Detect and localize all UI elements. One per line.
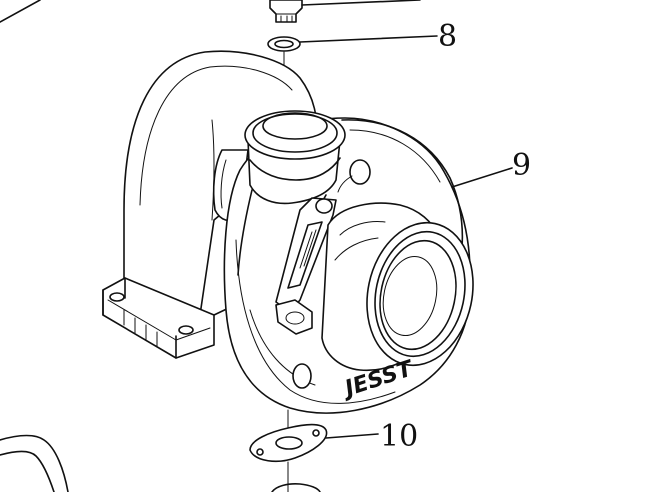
wastegate-actuator-bracket <box>275 197 337 335</box>
compressor-inlet <box>321 202 474 372</box>
oil-feed-fitting <box>269 0 421 23</box>
callout-10: 10 <box>380 419 418 454</box>
callout-8: 8 <box>438 19 457 54</box>
turbine-outlet-pipe <box>237 110 346 276</box>
leader-line-10 <box>325 433 379 439</box>
leader-line-8 <box>299 35 438 43</box>
oil-drain-pipe <box>0 434 69 492</box>
callout-9: 9 <box>512 148 531 183</box>
adjacent-part-bottom <box>271 483 321 492</box>
gasket-part-10 <box>249 423 379 463</box>
leader-line-9 <box>451 167 513 188</box>
washer-part-8 <box>267 35 438 52</box>
adjacent-part-edge <box>0 0 41 23</box>
